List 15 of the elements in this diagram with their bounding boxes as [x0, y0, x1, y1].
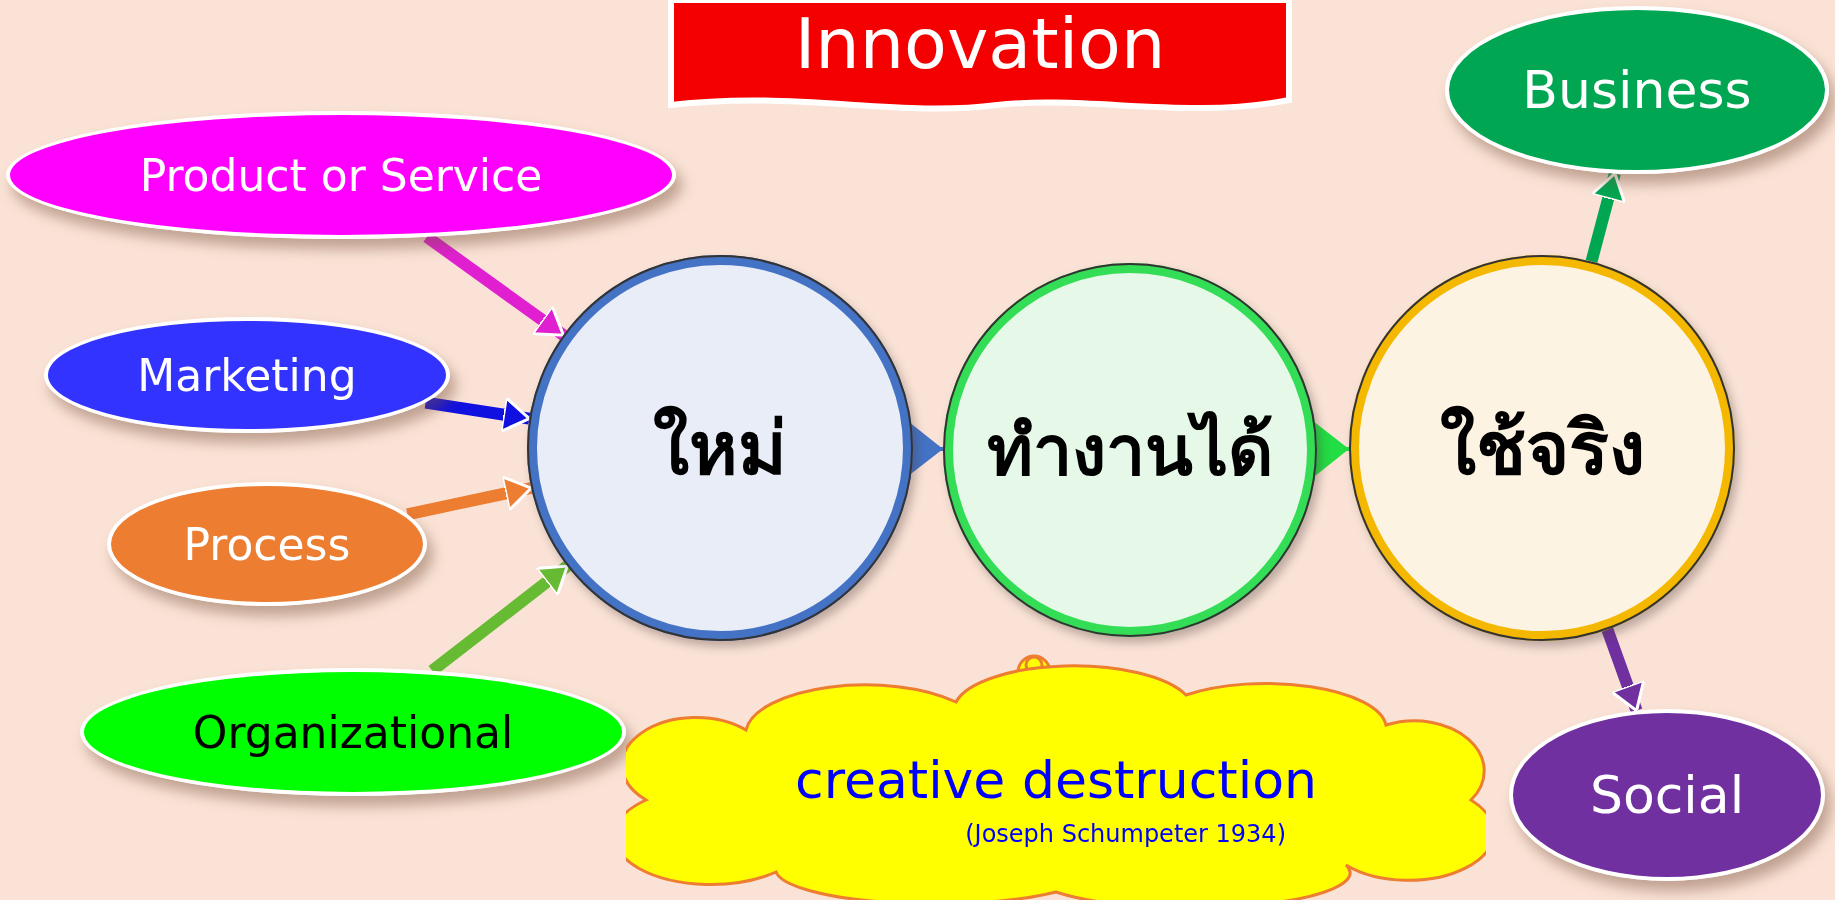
- circle-label: ใหม่: [653, 404, 787, 493]
- ellipse-label: Process: [183, 518, 351, 570]
- ellipse-label: Social: [1589, 765, 1745, 825]
- circle-label: ใช้จริง: [1439, 404, 1645, 493]
- circle-label: ทำงานได้: [987, 407, 1273, 494]
- ellipse-label: Organizational: [192, 706, 514, 758]
- ellipse-label: Business: [1522, 60, 1752, 120]
- block-arrow: [406, 475, 533, 521]
- ellipse-label: Marketing: [137, 349, 357, 401]
- ellipse-label: Product or Service: [139, 149, 543, 201]
- citation-text: (Joseph Schumpeter 1934): [965, 820, 1286, 848]
- banner-title: Innovation: [794, 4, 1166, 84]
- cloud-heading: creative destruction: [795, 750, 1317, 810]
- block-arrow: [424, 396, 531, 433]
- block-arrow: [1585, 171, 1627, 264]
